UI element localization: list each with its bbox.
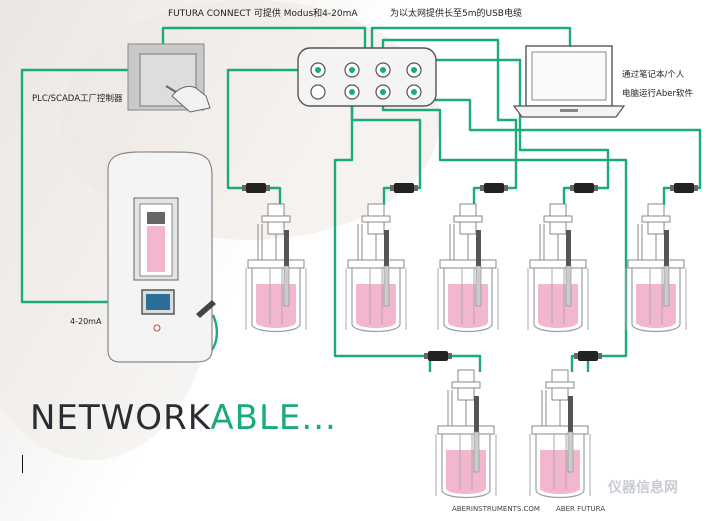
connector-3 bbox=[480, 183, 508, 193]
laptop-label-line2: 电脑运行Aber软件 bbox=[622, 89, 693, 99]
cable-port3 bbox=[381, 38, 518, 190]
bioreactor-5 bbox=[625, 203, 687, 333]
laptop-icon bbox=[512, 45, 626, 118]
connector-4 bbox=[570, 183, 598, 193]
connector-7 bbox=[574, 351, 602, 361]
networkable-highlight: ABLE... bbox=[210, 398, 337, 438]
connector-5 bbox=[670, 183, 698, 193]
product-label: ABER FUTURA bbox=[556, 505, 606, 513]
cable-panel-hub bbox=[161, 26, 367, 48]
bioreactor-2 bbox=[345, 203, 407, 333]
controller-icon bbox=[107, 151, 216, 363]
cable-port6 bbox=[333, 92, 482, 372]
bioreactor-3 bbox=[437, 203, 499, 333]
bioreactor-6 bbox=[435, 369, 497, 499]
connector-1 bbox=[242, 183, 270, 193]
lead-r1 bbox=[266, 186, 282, 205]
analog-output-label: 4-20mA bbox=[70, 317, 102, 326]
networkable-title: NETWORKABLE... bbox=[30, 398, 337, 438]
touch-panel-icon bbox=[127, 43, 211, 113]
website-label: ABERINSTRUMENTS.COM bbox=[452, 505, 540, 513]
plc-label: PLC/SCADA工厂控制器 bbox=[32, 94, 123, 104]
connector-6 bbox=[424, 351, 452, 361]
connector-2 bbox=[390, 183, 418, 193]
bioreactor-4 bbox=[527, 203, 589, 333]
bioreactor-7 bbox=[529, 369, 591, 499]
networkable-main: NETWORK bbox=[30, 398, 211, 438]
cable-plc-controller bbox=[20, 68, 142, 304]
ethernet-label: 为以太网提供长至5m的USB电缆 bbox=[390, 9, 522, 19]
hub-icon bbox=[297, 47, 437, 107]
cable-port1 bbox=[226, 68, 318, 190]
futura-connect-label: FUTURA CONNECT 可提供 Modus和4-20mA bbox=[168, 9, 358, 19]
watermark-text: 仪器信息网 bbox=[608, 480, 678, 496]
text-cursor bbox=[22, 455, 23, 473]
cable-hub-laptop bbox=[370, 26, 572, 48]
laptop-label-line1: 通过笔记本/个人 bbox=[622, 70, 685, 80]
